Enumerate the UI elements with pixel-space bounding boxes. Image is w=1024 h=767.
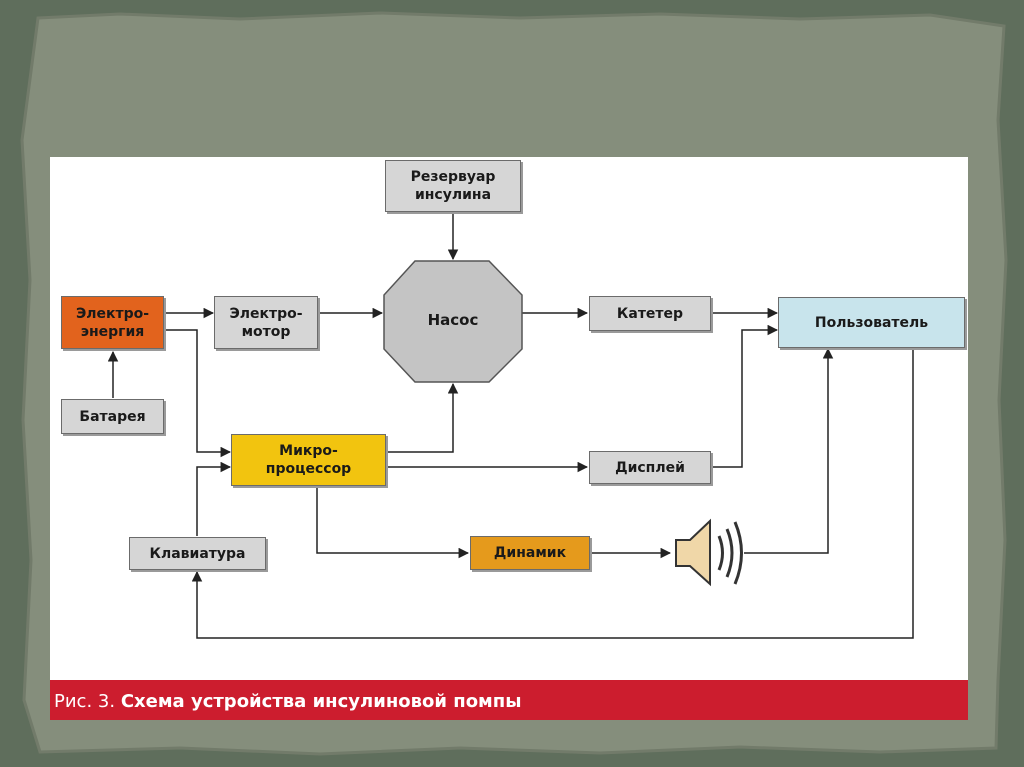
caption-prefix: Рис. 3. bbox=[54, 691, 116, 712]
arrow-power-to-microprocessor bbox=[164, 329, 232, 458]
caption-bar bbox=[50, 680, 968, 720]
keyboard-box: Клавиатура bbox=[129, 537, 266, 570]
microprocessor-box: Микро- процессор bbox=[231, 434, 386, 486]
battery-box: Батарея bbox=[61, 399, 164, 434]
pump-octagon bbox=[383, 260, 523, 383]
speaker-box: Динамик bbox=[470, 536, 590, 570]
caption-title: Схема устройства инсулиновой помпы bbox=[120, 691, 522, 712]
arrow-keyboard-to-microprocessor bbox=[196, 461, 232, 536]
motor-box: Электро- мотор bbox=[214, 296, 318, 349]
power-box: Электро- энергия bbox=[61, 296, 164, 349]
reservoir-box: Резервуар инсулина bbox=[385, 160, 521, 212]
arrow-display-to-user bbox=[711, 324, 779, 468]
user-box: Пользователь bbox=[778, 297, 965, 348]
arrow-user-to-keyboard bbox=[191, 349, 914, 639]
figure-caption: Рис. 3. Схема устройства инсулиновой пом… bbox=[54, 691, 522, 712]
display-box: Дисплей bbox=[589, 451, 711, 484]
arrow-microprocessor-to-pump bbox=[386, 382, 459, 453]
diagram-canvas bbox=[50, 157, 968, 720]
arrow-sound-to-user bbox=[744, 347, 834, 554]
arrow-microprocessor-to-speaker bbox=[316, 487, 470, 559]
catheter-box: Катетер bbox=[589, 296, 711, 331]
pump-label: Насос bbox=[427, 311, 479, 329]
speaker-sound-icon bbox=[675, 518, 743, 587]
